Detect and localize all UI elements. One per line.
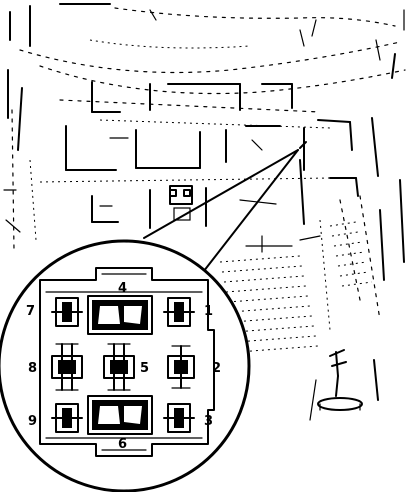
callout-leader [143, 141, 307, 277]
terminal-label-7: 7 [26, 304, 35, 319]
terminal-6-slot [87, 395, 153, 435]
terminal-label-4: 4 [118, 281, 127, 296]
terminal-label-6: 6 [118, 437, 127, 452]
terminal-labels: 7 1 8 5 2 9 3 4 6 [26, 281, 221, 452]
terminal-label-1: 1 [204, 304, 213, 319]
terminal-label-9: 9 [28, 414, 37, 429]
terminal-8-slot [51, 343, 83, 391]
terminal-2-slot [167, 345, 195, 389]
terminal-7-slot [51, 297, 83, 327]
terminal-1-slot [163, 297, 195, 327]
terminal-label-2: 2 [212, 361, 221, 376]
gear-shifter-icon [317, 349, 363, 411]
dashboard-illustration [3, 3, 406, 421]
terminal-3-slot [163, 403, 195, 433]
console-texture [219, 221, 373, 353]
terminal-4-slot [87, 295, 153, 335]
terminal-9-slot [51, 403, 83, 433]
terminal-label-3: 3 [204, 414, 213, 429]
terminal-label-5: 5 [140, 361, 149, 376]
connector-housing [39, 267, 215, 457]
relay-connector-inset: 7 1 8 5 2 9 3 4 6 [0, 239, 251, 492]
terminal-label-8: 8 [28, 361, 37, 376]
terminal-5-slot [103, 343, 135, 391]
